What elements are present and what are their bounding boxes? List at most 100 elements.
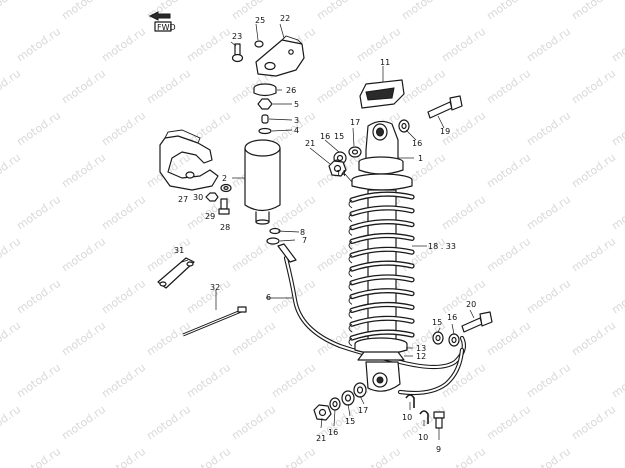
watermark-text: motod.ru (0, 403, 23, 443)
label-7: 7 (302, 236, 307, 245)
lower-oil-seal (353, 382, 367, 398)
watermark-text: motod.ru (144, 319, 193, 359)
reservoir-cap (253, 83, 277, 97)
label-18-33: 18 . 33 (428, 242, 456, 251)
watermark-text: motod.ru (59, 151, 108, 191)
watermark-text: motod.ru (184, 277, 233, 317)
watermark-text: motod.ru (399, 235, 448, 275)
label-5: 5 (294, 100, 299, 109)
watermark-text: motod.ru (484, 319, 533, 359)
top-mount-bushing-cover (359, 79, 405, 109)
watermark-text: motod.ru (59, 403, 108, 443)
label-12: 12 (416, 352, 426, 361)
watermark-text: motod.ru (59, 0, 108, 22)
part-labels: 22 25 23 26 5 3 4 2 27 30 29 28 8 7 31 6… (174, 14, 476, 454)
watermark-text: motod.ru (0, 151, 23, 191)
label-11: 11 (380, 58, 390, 67)
watermark-text: motod.ru (229, 319, 278, 359)
hose-clip-lower (419, 410, 429, 424)
spring-coil-edge (348, 337, 353, 347)
watermark-text: motod.ru (184, 361, 233, 401)
label-15-upper: 15 (334, 132, 344, 141)
watermark-text: motod.ru (59, 235, 108, 275)
watermark-text: motod.ru (14, 445, 63, 468)
watermark-text: motod.ru (144, 0, 193, 22)
reservoir-strap (157, 257, 195, 289)
label-21-lower: 21 (316, 434, 326, 443)
watermark-text: motod.ru (484, 235, 533, 275)
lower-nut (313, 404, 332, 421)
hose-clamp-bolt (433, 411, 445, 429)
hose-fitting-o-ring (266, 237, 280, 245)
watermark-text: motod.ru (0, 67, 23, 107)
watermark-text: motod.ru (14, 277, 63, 317)
label-28: 28 (220, 223, 230, 232)
watermark-text: motod.ru (439, 277, 488, 317)
watermark-text: motod.ru (0, 235, 23, 275)
spring-coil-edge (348, 241, 353, 250)
gas-reservoir (244, 139, 281, 225)
label-14: 14 (336, 169, 346, 178)
watermark-text: motod.ru (0, 0, 23, 22)
label-10-upper: 10 (402, 413, 412, 422)
label-30: 30 (193, 193, 203, 202)
watermark-text: motod.ru (609, 445, 625, 468)
label-9: 9 (436, 445, 441, 454)
watermark-text: motod.ru (524, 277, 573, 317)
spring-coil-edge (348, 296, 353, 305)
watermark-text: motod.ru (14, 25, 63, 65)
watermark-text: motod.ru (569, 319, 618, 359)
label-2: 2 (222, 174, 227, 183)
upper-mounting-bolt (427, 95, 463, 119)
label-17-upper: 17 (350, 118, 360, 127)
watermark-text: motod.ru (609, 109, 625, 149)
upper-oil-seal (348, 146, 362, 158)
watermark-text: motod.ru (314, 67, 363, 107)
watermark-text: motod.ru (569, 151, 618, 191)
watermark-text: motod.ru (269, 361, 318, 401)
watermark-text: motod.ru (569, 235, 618, 275)
watermark-text: motod.ru (59, 67, 108, 107)
shock-absorber-upper-eye (365, 120, 399, 161)
clamp-washer (220, 183, 232, 193)
label-15-lower: 15 (345, 417, 355, 426)
label-4: 4 (294, 126, 299, 135)
spring-coil-edge (348, 199, 353, 209)
watermark-text: motod.ru (14, 193, 63, 233)
label-32: 32 (210, 283, 220, 292)
lower-right-collar (448, 333, 460, 347)
label-21-upper: 21 (305, 139, 315, 148)
label-26: 26 (286, 86, 296, 95)
watermark-text: motod.ru (569, 67, 618, 107)
watermark-text: motod.ru (269, 445, 318, 468)
clamp-nut (205, 192, 219, 202)
label-13: 13 (416, 344, 426, 353)
spring-coil-edge (348, 227, 353, 236)
watermark-text: motod.ru (99, 277, 148, 317)
lower-collar (329, 397, 341, 411)
bracket-bolt (231, 43, 244, 63)
label-16-lower-right: 16 (447, 313, 457, 322)
lower-mounting-bolt (461, 311, 493, 333)
watermark-text: motod.ru (314, 0, 363, 22)
watermark-text: motod.ru (14, 361, 63, 401)
watermark-text: motod.ru (144, 403, 193, 443)
watermark-text: motod.ru (99, 109, 148, 149)
valve-core (261, 114, 269, 124)
watermark-text: motod.ru (399, 67, 448, 107)
watermark-text: motod.ru (609, 25, 625, 65)
label-25: 25 (255, 16, 265, 25)
watermark-text: motod.ru (609, 277, 625, 317)
watermark-text: motod.ru (484, 403, 533, 443)
watermark-text: motod.ru (229, 403, 278, 443)
lower-bushing (341, 390, 355, 406)
watermark-text: motod.ru (524, 25, 573, 65)
label-19: 19 (440, 127, 450, 136)
watermark-text: motod.ru (184, 445, 233, 468)
leader-lines (181, 23, 475, 440)
label-16-upper-left: 16 (320, 132, 330, 141)
spring-coil-edge (348, 213, 353, 222)
label-16-lower: 16 (328, 428, 338, 437)
